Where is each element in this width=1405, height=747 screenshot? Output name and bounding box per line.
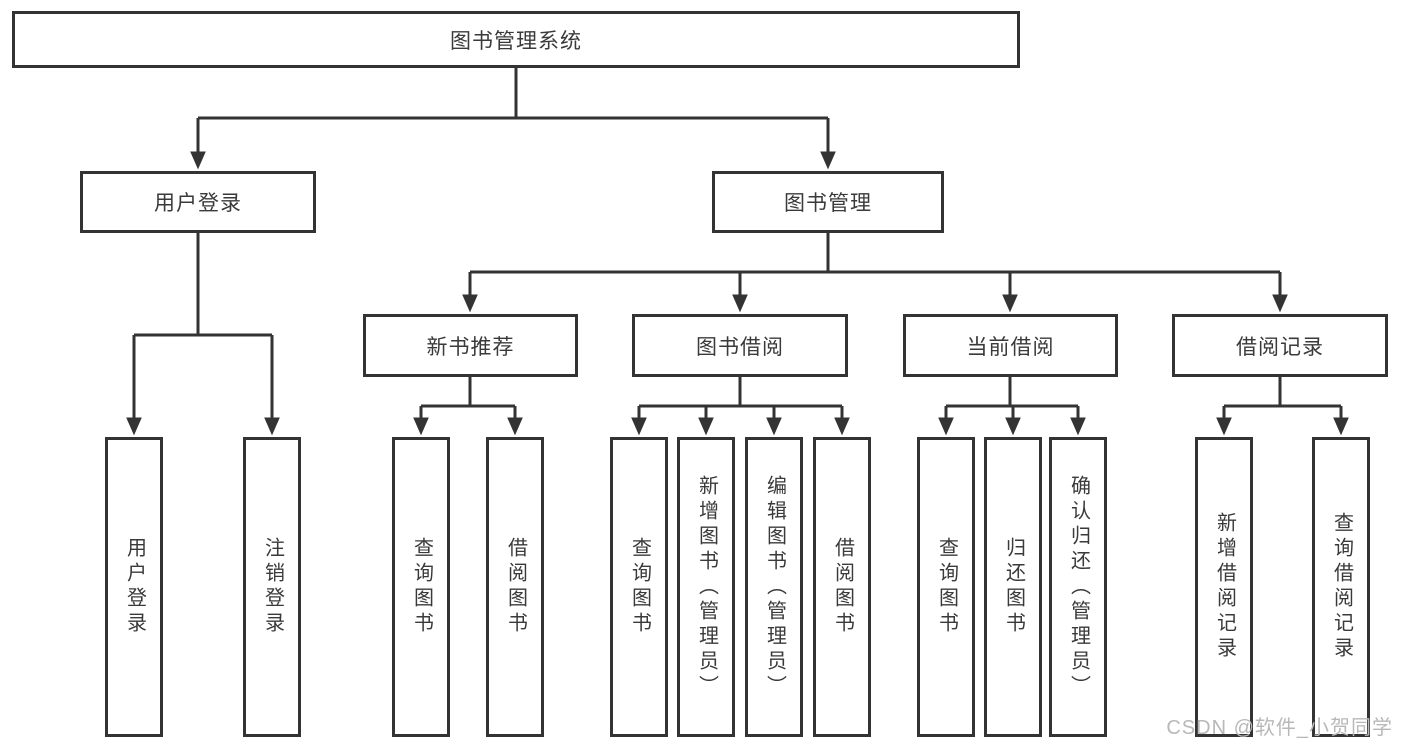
node-root-label: 图书管理系统 bbox=[450, 29, 582, 53]
node-book-management: 图书管理 bbox=[712, 171, 944, 233]
node-book-borrowing: 图书借阅 bbox=[632, 314, 848, 377]
leaf-edit-book-admin: 编辑图书（管理员） bbox=[745, 437, 803, 737]
trunk-new-book bbox=[421, 377, 515, 408]
leaf-user-login: 用户登录 bbox=[105, 437, 163, 737]
node-borrow-records-label: 借阅记录 bbox=[1236, 335, 1324, 359]
leaf-borrow-books-borrowing: 借阅图书 bbox=[813, 437, 871, 737]
node-user-login: 用户登录 bbox=[80, 171, 316, 233]
leaf-logout: 注销登录 bbox=[243, 437, 301, 737]
leaf-add-borrow-record-label: 新增借阅记录 bbox=[1213, 512, 1236, 662]
leaf-borrow-books-recommend-label: 借阅图书 bbox=[504, 537, 527, 637]
trunk-user-login bbox=[134, 233, 272, 337]
leaf-user-login-label: 用户登录 bbox=[123, 537, 146, 637]
node-current-borrowing-label: 当前借阅 bbox=[966, 335, 1055, 359]
node-new-book-recommend-label: 新书推荐 bbox=[426, 335, 515, 359]
leaf-query-borrow-record: 查询借阅记录 bbox=[1312, 437, 1370, 737]
leaf-confirm-return-admin: 确认归还（管理员） bbox=[1049, 437, 1107, 737]
node-user-login-label: 用户登录 bbox=[154, 192, 242, 215]
trunk-borrow-records bbox=[1224, 377, 1341, 408]
leaf-add-book-admin: 新增图书（管理员） bbox=[677, 437, 735, 737]
leaf-query-books-borrowing-label: 查询图书 bbox=[628, 537, 651, 637]
leaf-borrow-books-recommend: 借阅图书 bbox=[486, 437, 544, 737]
node-root: 图书管理系统 bbox=[12, 11, 1020, 68]
leaf-add-borrow-record: 新增借阅记录 bbox=[1195, 437, 1253, 737]
leaf-return-book: 归还图书 bbox=[984, 437, 1042, 737]
node-current-borrowing: 当前借阅 bbox=[903, 314, 1118, 377]
leaf-query-books-current-label: 查询图书 bbox=[935, 537, 958, 637]
leaf-add-book-admin-label: 新增图书（管理员） bbox=[695, 474, 718, 700]
leaf-logout-label: 注销登录 bbox=[261, 537, 284, 637]
node-book-management-label: 图书管理 bbox=[784, 192, 872, 215]
leaf-query-books-recommend: 查询图书 bbox=[392, 437, 450, 737]
node-borrow-records: 借阅记录 bbox=[1172, 314, 1388, 377]
leaf-query-borrow-record-label: 查询借阅记录 bbox=[1330, 512, 1353, 662]
leaf-query-books-current: 查询图书 bbox=[917, 437, 975, 737]
node-new-book-recommend: 新书推荐 bbox=[363, 314, 578, 377]
leaf-return-book-label: 归还图书 bbox=[1002, 537, 1025, 637]
leaf-query-books-recommend-label: 查询图书 bbox=[410, 537, 433, 637]
leaf-confirm-return-admin-label: 确认归还（管理员） bbox=[1067, 474, 1090, 700]
csdn-watermark: CSDN @软件_小贺同学 bbox=[1166, 717, 1393, 739]
trunk-book-borrow bbox=[639, 377, 842, 408]
trunk-book-management bbox=[470, 233, 1280, 274]
leaf-edit-book-admin-label: 编辑图书（管理员） bbox=[763, 474, 786, 700]
leaf-query-books-borrowing: 查询图书 bbox=[610, 437, 668, 737]
trunk-root bbox=[198, 68, 828, 120]
node-book-borrowing-label: 图书借阅 bbox=[696, 335, 784, 359]
trunk-current-borrow bbox=[946, 377, 1078, 408]
leaf-borrow-books-borrowing-label: 借阅图书 bbox=[831, 537, 854, 637]
